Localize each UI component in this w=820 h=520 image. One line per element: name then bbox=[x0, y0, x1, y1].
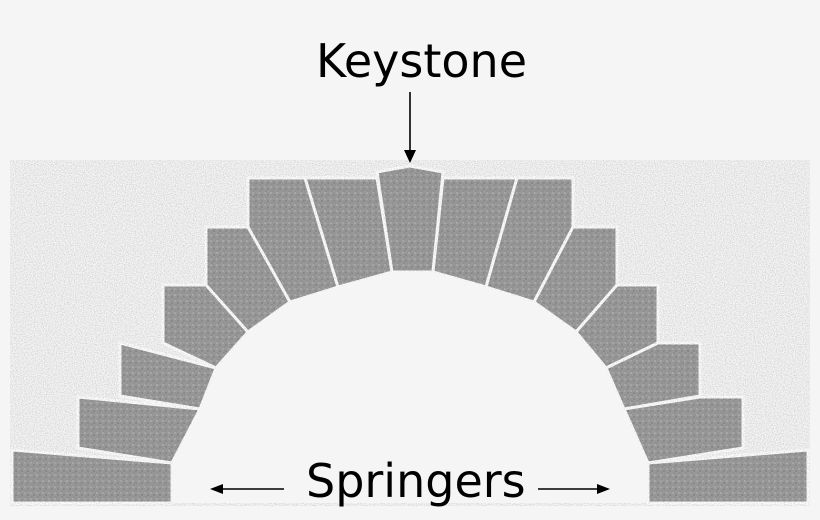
arch-opening bbox=[172, 272, 648, 503]
springer-arrow-right bbox=[538, 484, 610, 494]
keystone-label: Keystone bbox=[316, 34, 527, 88]
springer-arrow-left bbox=[210, 484, 284, 494]
keystone-arrow bbox=[404, 92, 416, 163]
springers-label: Springers bbox=[306, 454, 526, 508]
